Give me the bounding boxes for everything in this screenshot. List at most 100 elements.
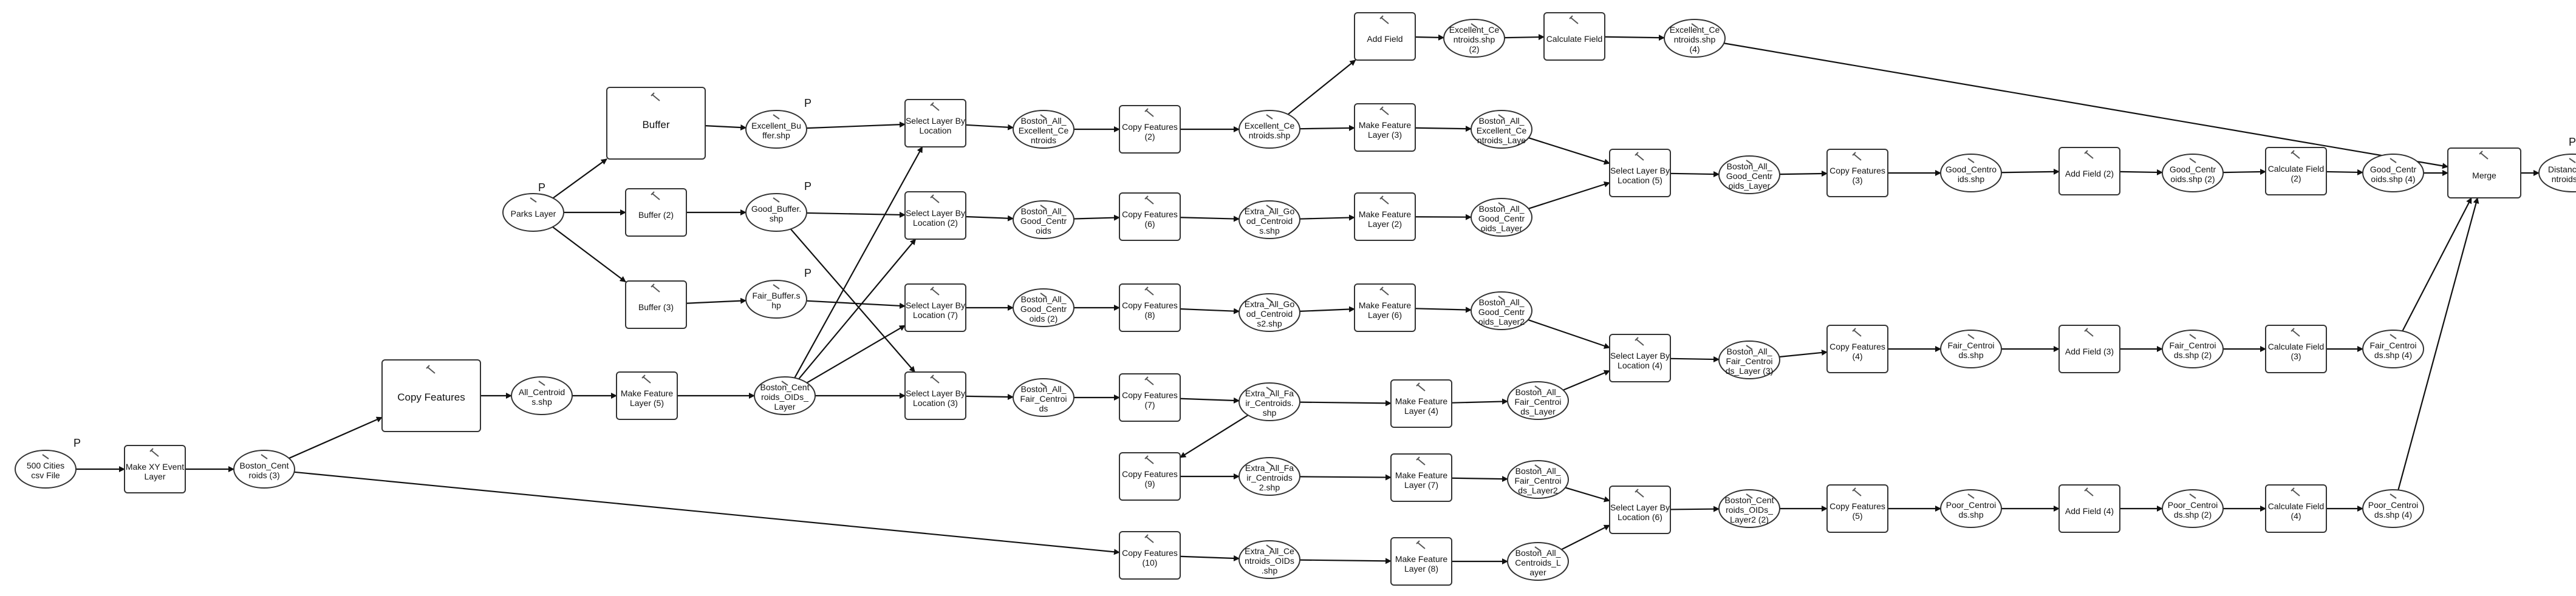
data-node-allcent[interactable]: All_Centroids.shp [511, 376, 573, 415]
data-node-baexc[interactable]: Boston_All_Excellent_Centroids [1013, 110, 1074, 149]
node-label-line: (7) [1144, 400, 1155, 410]
data-node-poor2[interactable]: Poor_Centroids.shp (2) [2162, 489, 2224, 528]
node-label-line: Centroids_L [1515, 558, 1561, 567]
tool-node-cf4[interactable]: Copy Features(4) [1826, 325, 1888, 373]
hammer-icon [1635, 489, 1644, 498]
data-node-good2[interactable]: Good_Centroids.shp (2) [2162, 154, 2224, 192]
tool-node-addfield[interactable]: Add Field [1354, 12, 1416, 61]
tool-node-buffer2[interactable]: Buffer (2) [625, 188, 687, 237]
data-node-bagcl[interactable]: Boston_All_Good_Centroids_Layer [1718, 155, 1780, 194]
node-label-line: Buffer (3) [638, 302, 674, 312]
data-node-exc2[interactable]: Excellent_Centroids.shp(2) [1443, 19, 1505, 58]
data-node-xcoids[interactable]: Extra_All_Centroids_OIDs.shp [1238, 540, 1300, 579]
tool-node-cf9[interactable]: Copy Features(9) [1119, 452, 1181, 501]
connector-addfield-to-exc2 [1415, 34, 1445, 41]
data-node-fair4[interactable]: Fair_Centroids.shp (4) [2362, 330, 2424, 368]
tool-node-af2[interactable]: Add Field (2) [2058, 147, 2120, 195]
connector-fairbuf-to-slbl7 [806, 300, 906, 309]
data-node-bacl[interactable]: Boston_All_Centroids_Layer [1507, 542, 1569, 581]
data-node-poor4[interactable]: Poor_Centroids.shp (4) [2362, 489, 2424, 528]
data-node-bagood2[interactable]: Boston_All_Good_Centroids (2) [1013, 288, 1074, 327]
connector-bacl-to-slbl6 [1561, 524, 1610, 550]
data-node-good4[interactable]: Good_Centroids.shp (4) [2362, 154, 2424, 192]
tool-node-cf6[interactable]: Copy Features(6) [1119, 192, 1181, 241]
tool-node-merge[interactable]: Merge [2447, 147, 2521, 198]
tool-node-buffer3[interactable]: Buffer (3) [625, 280, 687, 329]
data-node-bagood[interactable]: Boston_All_Good_Centroids [1013, 200, 1074, 239]
hammer-icon [1416, 382, 1426, 391]
tool-node-calc3[interactable]: Calculate Field(3) [2265, 325, 2327, 373]
node-label-line: ntroids.shp [1249, 130, 1291, 140]
tool-node-calc4[interactable]: Calculate Field(4) [2265, 484, 2327, 533]
data-node-bagoodl2[interactable]: Boston_All_Good_Centroids_Layer2 [1471, 291, 1532, 330]
data-node-xgood[interactable]: Extra_All_Good_Centroids.shp [1238, 200, 1300, 239]
tool-node-cf3[interactable]: Copy Features(3) [1826, 149, 1888, 197]
node-label-line: Merge [2472, 171, 2496, 180]
node-label-line: Copy Features [1830, 166, 1885, 175]
data-node-bafair[interactable]: Boston_All_Fair_Centroids [1013, 378, 1074, 417]
tool-box [1119, 283, 1181, 332]
hammer-icon [1379, 195, 1389, 205]
data-node-xfair[interactable]: Extra_All_Fair_Centroids.shp [1238, 382, 1300, 421]
data-node-exc4[interactable]: Excellent_Centroids.shp(4) [1664, 19, 1726, 58]
tool-node-af4[interactable]: Add Field (4) [2058, 484, 2120, 533]
tool-node-cf8[interactable]: Copy Features(8) [1119, 283, 1181, 332]
data-node-bcent[interactable]: Boston_Centroids (3) [233, 450, 295, 489]
data-node-bcoids[interactable]: Boston_Centroids_OIDs_Layer [754, 376, 816, 415]
tool-box [1354, 12, 1416, 61]
tool-node-af3[interactable]: Add Field (3) [2058, 325, 2120, 373]
data-node-bafairl[interactable]: Boston_All_Fair_Centroids_Layer [1507, 381, 1569, 420]
data-node-bafcl3[interactable]: Boston_All_Fair_Centroids_Layer (3) [1718, 340, 1780, 379]
layer-icon [1498, 202, 1505, 208]
tool-node-cf10[interactable]: Copy Features(10) [1119, 531, 1181, 580]
data-node-fairshp[interactable]: Fair_Centroids.shp [1940, 330, 2002, 368]
data-node-goodshp[interactable]: Good_Centroids.shp [1940, 154, 2002, 192]
data-node-bagoodl[interactable]: Boston_All_Good_Centroids_Layer [1471, 198, 1532, 237]
node-label-line: 500 Cities [27, 461, 64, 470]
hammer-icon [1379, 286, 1389, 296]
node-label-line: Extra_All_Go [1245, 299, 1295, 309]
data-node-bafairl2[interactable]: Boston_All_Fair_Centroids_Layer2 [1507, 460, 1569, 499]
tool-node-buffer[interactable]: Buffer [606, 87, 706, 160]
node-label-line: od_Centroid [1246, 216, 1293, 226]
data-node-fair2[interactable]: Fair_Centroids.shp (2) [2162, 330, 2224, 368]
tool-node-cf7[interactable]: Copy Features(7) [1119, 373, 1181, 422]
data-node-excshp[interactable]: Excellent_Centroids.shp [1238, 110, 1300, 149]
layer-icon [773, 114, 780, 120]
hammer-icon [1144, 376, 1154, 385]
tool-box [1390, 453, 1452, 502]
tool-node-calcf[interactable]: Calculate Field [1543, 12, 1605, 61]
tool-node-calc2[interactable]: Calculate Field(2) [2265, 147, 2327, 195]
data-node-poorshp[interactable]: Poor_Centroids.shp [1940, 489, 2002, 528]
node-label-line: Select Layer By [1610, 351, 1670, 361]
connector-bagoodl-to-slbl5 [1528, 181, 1610, 209]
data-node-baexcl[interactable]: Boston_All_Excellent_Centroids_Laye [1471, 110, 1532, 149]
data-node-bcol2[interactable]: Boston_Centroids_OIDs_Layer2 (2) [1718, 489, 1780, 528]
tool-node-cf5[interactable]: Copy Features(5) [1826, 484, 1888, 533]
tool-node-cf2[interactable]: Copy Features(2) [1119, 105, 1181, 154]
tool-node-copyfeat[interactable]: Copy Features [381, 359, 481, 432]
